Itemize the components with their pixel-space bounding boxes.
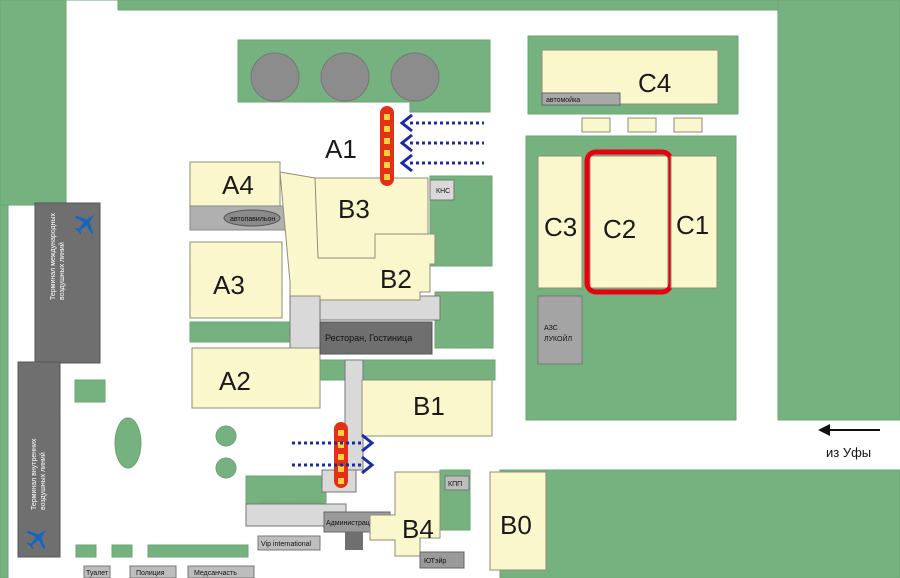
svg-text:АЗС: АЗС (544, 325, 558, 332)
building-a2: A2 (191, 347, 321, 409)
toilet: Туалет (83, 565, 111, 578)
svg-text:C1: C1 (676, 210, 709, 240)
svg-text:C3: C3 (544, 212, 577, 242)
svg-text:Ресторан, Гостиница: Ресторан, Гостиница (325, 333, 412, 343)
building-b3-b2: B3 B2 (279, 171, 436, 301)
building-b0: B0 (489, 471, 547, 571)
svg-text:ЛУКОЙЛ: ЛУКОЙЛ (544, 334, 573, 343)
svg-text:Медсанчасть: Медсанчасть (194, 570, 237, 577)
vip-international: Vip international (257, 535, 321, 551)
restaurant-hotel: Ресторан, Гостиница (319, 321, 433, 355)
direction-label: из Уфы (826, 445, 871, 460)
svg-text:C2: C2 (603, 214, 636, 244)
airplane-icon (26, 529, 47, 550)
svg-text:A4: A4 (222, 170, 254, 200)
building-c4: C4 автомойка (541, 49, 719, 106)
svg-text:B3: B3 (338, 194, 370, 224)
svg-text:КПП: КПП (448, 481, 462, 488)
airplane-icon (74, 214, 95, 235)
svg-text:A1: A1 (325, 134, 357, 164)
svg-text:Vip international: Vip international (261, 541, 312, 548)
entry-arrows-a1 (399, 113, 484, 173)
svg-text:A3: A3 (213, 270, 245, 300)
svg-text:воздушных линий: воздушных линий (58, 242, 66, 300)
building-a3: A3 (189, 241, 283, 319)
terminal-domestic: Терминал внутренних воздушных линий (17, 361, 61, 558)
building-b4: B4 (369, 471, 441, 557)
svg-text:Терминал внутренних: Терминал внутренних (31, 438, 38, 510)
svg-text:Администрация: Администрация (326, 520, 378, 527)
svg-text:воздушных линий: воздушных линий (39, 452, 47, 510)
svg-text:B2: B2 (380, 264, 412, 294)
svg-text:B0: B0 (500, 510, 532, 540)
svg-text:автомойка: автомойка (546, 96, 580, 104)
svg-text:C4: C4 (638, 68, 671, 98)
building-c3: C3 (537, 155, 583, 289)
svg-text:B1: B1 (413, 391, 445, 421)
building-b1: B1 (361, 379, 493, 437)
a1-label: A1 (325, 134, 357, 164)
svg-text:КНС: КНС (436, 188, 450, 195)
svg-text:ЮТэйр: ЮТэйр (424, 557, 446, 565)
building-a4: A4 (189, 161, 281, 207)
utair: ЮТэйр (419, 551, 465, 569)
medical: Медсанчасть (187, 565, 255, 578)
building-c1: C1 (670, 155, 718, 289)
arrow-left-icon (818, 424, 880, 436)
building-c2: C2 (589, 155, 669, 289)
kns: КНС (429, 179, 455, 201)
svg-text:автопавильон: автопавильон (230, 216, 275, 223)
police: Полиция (129, 565, 177, 578)
barrier-lower (334, 422, 348, 488)
svg-text:Полиция: Полиция (136, 570, 165, 577)
svg-text:A2: A2 (219, 366, 251, 396)
svg-text:B4: B4 (402, 514, 434, 544)
barrier-a1 (380, 106, 394, 186)
azs-lukoil: АЗС ЛУКОЙЛ (537, 295, 583, 365)
svg-text:Туалет: Туалет (86, 570, 109, 577)
kpp: КПП (444, 475, 470, 491)
svg-text:Терминал международных: Терминал международных (50, 213, 57, 300)
exit-arrows-lower (292, 433, 375, 475)
